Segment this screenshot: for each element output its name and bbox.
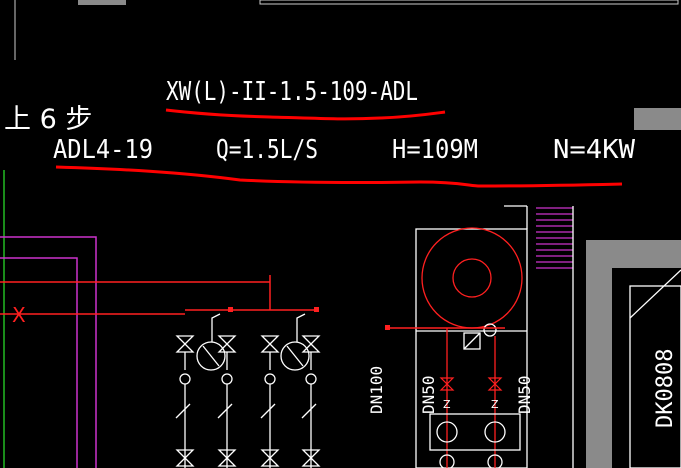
red-node-a <box>228 307 233 312</box>
power-text: N=4KW <box>553 135 635 165</box>
valve-mark-right: Z <box>491 398 499 411</box>
pipe-label-dn100: DN100 <box>367 366 386 414</box>
tank-outer-circle <box>421 227 523 329</box>
valve-icon-right <box>487 377 503 391</box>
gauge-icon <box>483 323 497 337</box>
pump-text: ADL4-19 <box>53 135 153 165</box>
cross-mark: X <box>12 303 26 327</box>
magenta-pipe-inner <box>0 257 78 468</box>
pump-left-circle <box>436 421 458 443</box>
pump-right-base <box>487 454 503 468</box>
pipe-label-dn50-left: DN50 <box>419 375 438 414</box>
equipment-frame <box>415 228 528 468</box>
valve-group-right <box>260 335 321 468</box>
gray-block-right <box>634 108 681 130</box>
gray-block-top-left <box>78 0 126 5</box>
cabinet-diagonal <box>629 269 681 319</box>
tank-inner-circle <box>452 258 492 298</box>
magenta-hatch <box>536 207 573 269</box>
pipe-label-dn50-right: DN50 <box>515 375 534 414</box>
model-text: XW(L)-II-1.5-109-ADL <box>166 77 418 107</box>
equipment-code-text: DK0808 <box>653 349 678 428</box>
red-node-b <box>314 307 319 312</box>
control-box <box>463 332 481 350</box>
valve-group-left <box>175 335 237 468</box>
red-underline-spec <box>55 165 623 188</box>
flow-text: Q=1.5L/S <box>216 135 318 165</box>
magenta-pipe-outer <box>0 236 97 468</box>
pump-box <box>429 413 521 451</box>
red-node-c <box>385 325 390 330</box>
red-underline-model <box>165 108 446 121</box>
pump-right-circle <box>484 421 506 443</box>
pump-left-base <box>439 454 455 468</box>
head-text: H=109M <box>392 135 478 165</box>
control-box-diag <box>463 332 481 350</box>
valve-icon-left <box>439 377 455 391</box>
cn-prefix-text: 上 6 步 <box>4 104 92 135</box>
valve-group-left-hook <box>211 313 221 342</box>
valve-group-right-hook <box>296 313 306 342</box>
cabinet-frame <box>629 285 681 468</box>
valve-mark-left: Z <box>443 398 451 411</box>
gray-wall-right <box>586 240 681 468</box>
frame-top-right <box>259 0 679 5</box>
